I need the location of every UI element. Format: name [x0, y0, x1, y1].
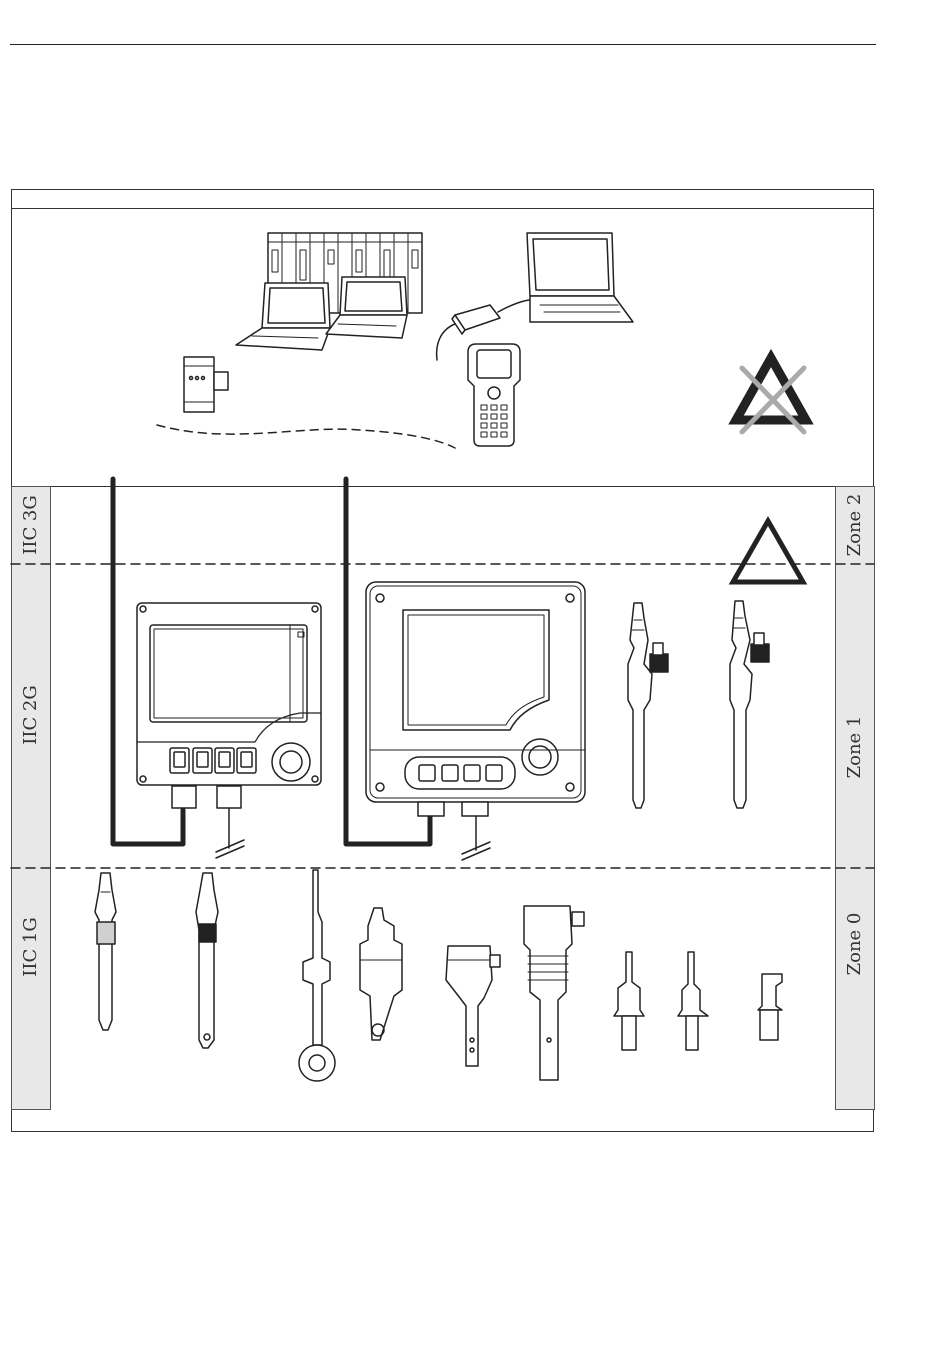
no-ex-warning-icon: [736, 358, 806, 432]
safe-area-dashed-line: [157, 425, 455, 448]
power-supply-icon: [184, 357, 228, 412]
power-cable-2: [462, 816, 490, 860]
sensor-zone0-2-icon: [196, 873, 218, 1048]
modem-cable: [437, 324, 455, 360]
usb-modem-icon: [452, 305, 500, 334]
sensor-zone0-5-icon: [446, 946, 500, 1066]
sensor-zone1-a-icon: [628, 603, 668, 808]
transmitter-1-icon: [137, 603, 321, 808]
transmitter-2-icon: [366, 582, 585, 816]
laptop-icon-3: [527, 233, 633, 322]
handheld-terminal-icon: [468, 344, 520, 446]
ex-warning-icon: [733, 521, 803, 582]
sensor-zone0-8-icon: [678, 952, 708, 1050]
laptop-icon-1: [236, 283, 330, 350]
power-cable-1: [216, 808, 244, 858]
sensor-zone0-9-icon: [758, 974, 782, 1040]
sensor-zone0-4-icon: [360, 908, 402, 1040]
sensor-zone0-6-icon: [524, 906, 584, 1080]
usb-cable: [498, 300, 530, 312]
sensor-zone1-b-icon: [730, 601, 769, 808]
sensor-zone0-7-icon: [614, 952, 644, 1050]
sensor-zone0-1-icon: [95, 873, 116, 1030]
sensor-zone0-3-icon: [299, 870, 335, 1081]
